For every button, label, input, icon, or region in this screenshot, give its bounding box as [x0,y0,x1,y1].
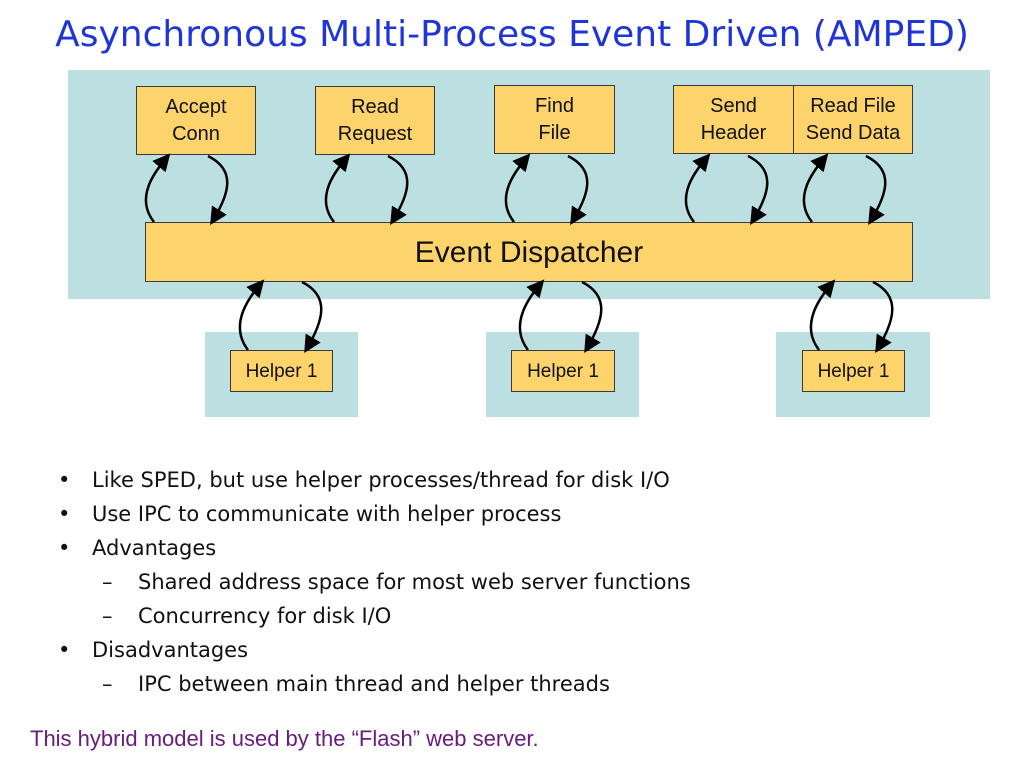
stage-4-arrow-up [684,153,711,223]
bullet-marker: • [58,638,71,662]
bullet-text: Concurrency for disk I/O [138,604,392,628]
bullet-item: • Advantages [58,531,691,565]
stage-find-file: Find File [494,85,615,154]
bullet-marker: • [58,468,71,492]
bullet-text: Like SPED, but use helper processes/thre… [92,468,670,492]
stage-accept-conn: Accept Conn [136,86,256,155]
bullet-item: • Use IPC to communicate with helper proc… [58,497,691,531]
bullet-text: IPC between main thread and helper threa… [138,672,610,696]
sub-bullet-item: – IPC between main thread and helper thre… [58,667,691,701]
stage-read-file-send-data: Read File Send Data [793,85,913,154]
helper-1-arrow-down [301,280,323,354]
bullet-text: Advantages [92,536,217,560]
stage-read-request: Read Request [315,86,435,155]
helper-process-1: Helper 1 [230,350,333,392]
bullet-marker: • [58,502,71,526]
stage-1-arrow-down [207,154,229,225]
slide-title: Asynchronous Multi-Process Event Driven … [55,14,969,55]
stage-5-arrow-up [802,153,829,223]
helper-3-arrow-down [872,280,894,354]
helper-process-2: Helper 1 [511,350,615,392]
stage-3-arrow-down [567,154,589,225]
stage-2-arrow-up [324,153,351,223]
bullet-text: Use IPC to communicate with helper proce… [92,502,562,526]
sub-bullet-item: – Shared address space for most web serve… [58,565,691,599]
stage-1-arrow-up [144,153,171,223]
stage-4-arrow-down [747,154,769,225]
stage-5-arrow-down [865,154,887,225]
stage-2-arrow-down [387,154,409,225]
bullet-text: Shared address space for most web server… [138,570,691,594]
helper-process-3: Helper 1 [802,350,905,392]
bullet-marker: • [58,536,71,560]
bullet-marker: – [102,672,113,696]
bullet-marker: – [102,604,113,628]
footer-note: This hybrid model is used by the “Flash”… [30,726,539,751]
event-dispatcher: Event Dispatcher [145,222,913,282]
helper-2-arrow-up [518,279,545,351]
bullet-list: • Like SPED, but use helper processes/thr… [58,463,691,701]
helper-3-arrow-up [809,279,836,351]
stage-3-arrow-up [504,153,531,223]
bullet-item: • Like SPED, but use helper processes/thr… [58,463,691,497]
bullet-text: Disadvantages [92,638,249,662]
helper-1-arrow-up [238,279,265,351]
bullet-item: • Disadvantages [58,633,691,667]
stage-send-header: Send Header [673,85,794,154]
helper-2-arrow-down [581,280,603,354]
bullet-marker: – [102,570,113,594]
sub-bullet-item: – Concurrency for disk I/O [58,599,691,633]
